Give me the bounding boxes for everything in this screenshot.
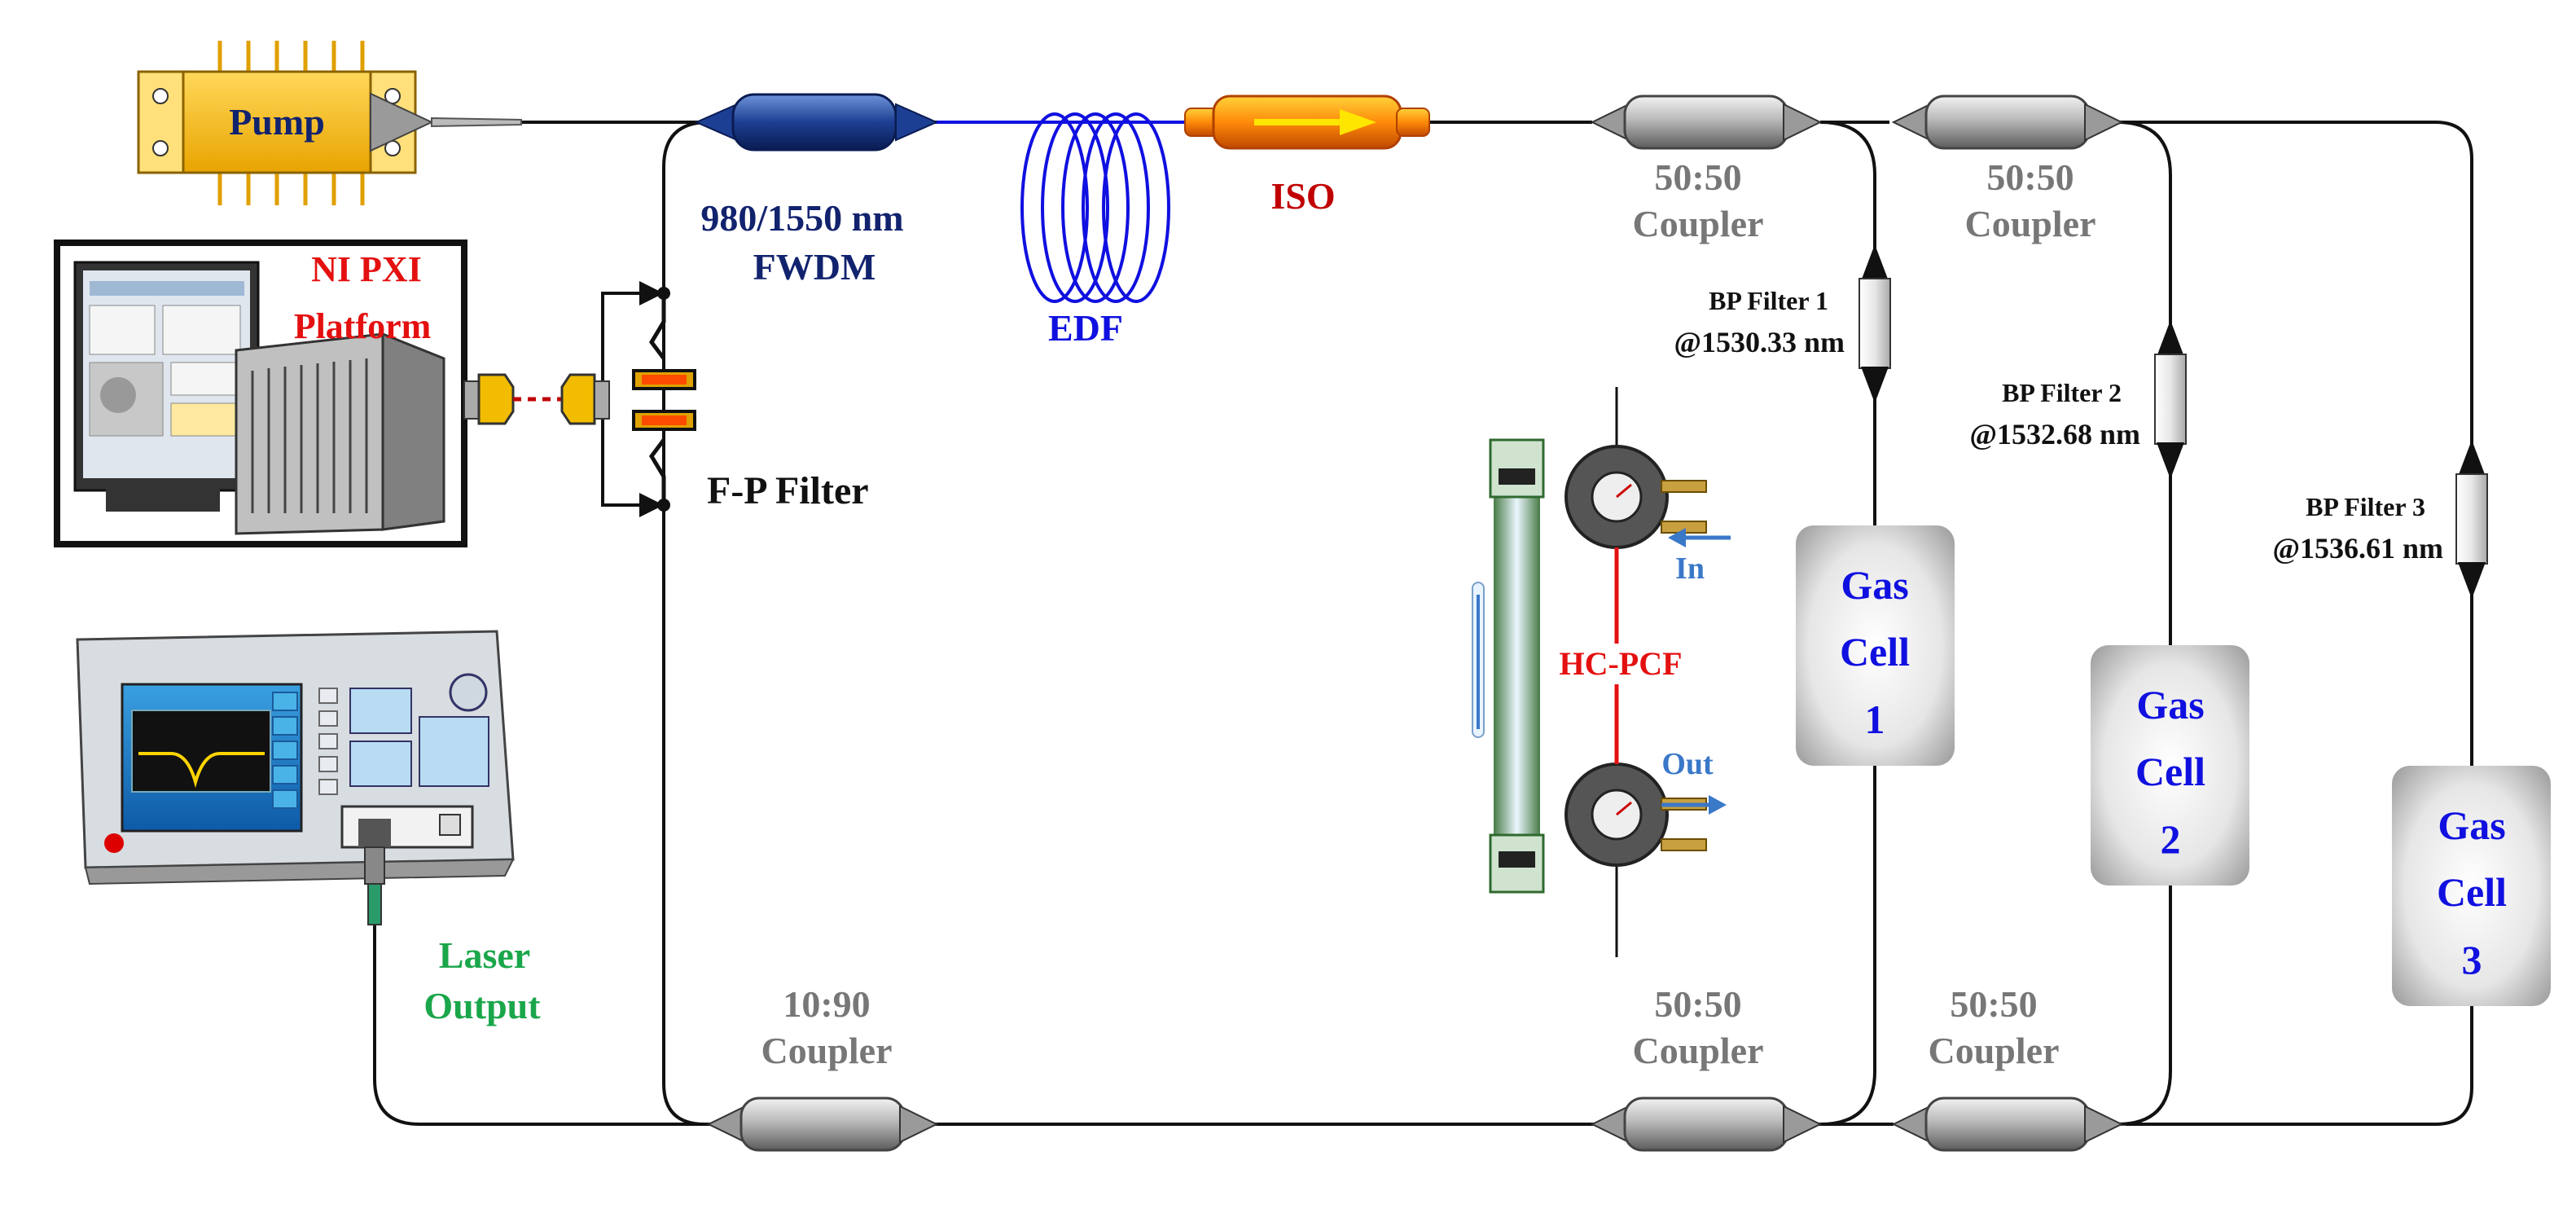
coupler-top-1-name: Coupler bbox=[1633, 203, 1764, 244]
hc-pcf-in-label: In bbox=[1675, 552, 1705, 586]
hc-pcf-label: HC-PCF bbox=[1559, 645, 1682, 682]
edf-coil: EDF bbox=[937, 112, 1197, 349]
coupler-top-2: 50:50 Coupler bbox=[1891, 94, 2124, 244]
coupler-bottom-2: 50:50 Coupler bbox=[1590, 983, 1823, 1152]
iso-label: ISO bbox=[1270, 175, 1335, 217]
coupler-top-2-ratio: 50:50 bbox=[1986, 156, 2074, 198]
ni-pxi-platform: NI PXI Platform bbox=[54, 240, 467, 547]
coupler-bottom-2-ratio: 50:50 bbox=[1654, 983, 1741, 1025]
bp-filter-2-wavelength: @1532.68 nm bbox=[1970, 418, 2141, 450]
fwdm-label-line1: 980/1550 nm bbox=[700, 197, 903, 239]
gas-cell-2-line3: 2 bbox=[2161, 816, 2181, 862]
pump-label: Pump bbox=[229, 101, 325, 143]
bp-filter-3: BP Filter 3 @1536.61 nm bbox=[2273, 440, 2488, 599]
gas-cell-1: Gas Cell 1 bbox=[1796, 525, 1955, 766]
fp-filter: F-P Filter bbox=[632, 281, 869, 517]
coupler-bottom-3-ratio: 50:50 bbox=[1950, 983, 2037, 1025]
gas-cell-3-line3: 3 bbox=[2462, 937, 2482, 982]
gas-cell-3-line2: Cell bbox=[2437, 869, 2507, 915]
gas-cell-2-line2: Cell bbox=[2135, 749, 2205, 794]
hc-pcf-assembly: HC-PCF In Out bbox=[1472, 438, 1731, 894]
isolator: ISO bbox=[1184, 94, 1430, 217]
ni-pxi-label-line1: NI PXI bbox=[311, 249, 422, 289]
pump-laser: Pump bbox=[137, 41, 522, 205]
gas-cell-1-line2: Cell bbox=[1840, 629, 1910, 675]
bp-filter-3-name: BP Filter 3 bbox=[2306, 492, 2425, 521]
gas-cell-2-line1: Gas bbox=[2136, 682, 2204, 727]
edf-label: EDF bbox=[1048, 307, 1123, 349]
optical-spectrum-analyzer: Laser Output bbox=[76, 630, 541, 1026]
bp-filter-2-name: BP Filter 2 bbox=[2002, 378, 2122, 407]
coupler-top-1-ratio: 50:50 bbox=[1654, 156, 1741, 198]
fwdm: 980/1550 nm FWDM bbox=[694, 93, 939, 288]
coupler-top-1: 50:50 Coupler bbox=[1590, 94, 1823, 244]
gas-cell-3-line1: Gas bbox=[2438, 802, 2505, 848]
bp-filter-2: BP Filter 2 @1532.68 nm bbox=[1970, 320, 2187, 479]
gas-cell-1-line1: Gas bbox=[1841, 562, 1908, 608]
bp-filter-1-wavelength: @1530.33 nm bbox=[1674, 326, 1845, 358]
gas-cell-1-line3: 1 bbox=[1865, 697, 1885, 742]
laser-output-line2: Output bbox=[423, 985, 541, 1026]
gas-cell-2: Gas Cell 2 bbox=[2091, 645, 2249, 886]
coupler-bottom-1-ratio: 10:90 bbox=[783, 983, 870, 1025]
hc-pcf-out-label: Out bbox=[1661, 747, 1714, 781]
coupler-bottom-2-name: Coupler bbox=[1633, 1030, 1764, 1071]
ni-pxi-label-line2: Platform bbox=[294, 306, 432, 346]
bp-filter-1: BP Filter 1 @1530.33 nm bbox=[1674, 244, 1891, 403]
coupler-bottom-3-name: Coupler bbox=[1929, 1030, 2060, 1071]
coupler-top-2-name: Coupler bbox=[1965, 203, 2096, 244]
gas-cell-3: Gas Cell 3 bbox=[2392, 766, 2551, 1006]
fp-filter-label: F-P Filter bbox=[707, 469, 869, 512]
fiber-paths bbox=[373, 121, 2473, 1126]
control-link bbox=[463, 373, 610, 425]
coupler-bottom-1-name: Coupler bbox=[761, 1030, 893, 1071]
coupler-bottom-1: 10:90 Coupler bbox=[706, 983, 939, 1152]
coupler-bottom-3: 50:50 Coupler bbox=[1891, 983, 2124, 1152]
laser-output-line1: Laser bbox=[439, 934, 530, 976]
bp-filter-1-name: BP Filter 1 bbox=[1709, 286, 1828, 315]
fwdm-label-line2: FWDM bbox=[753, 246, 876, 288]
bp-filter-3-wavelength: @1536.61 nm bbox=[2273, 532, 2444, 565]
